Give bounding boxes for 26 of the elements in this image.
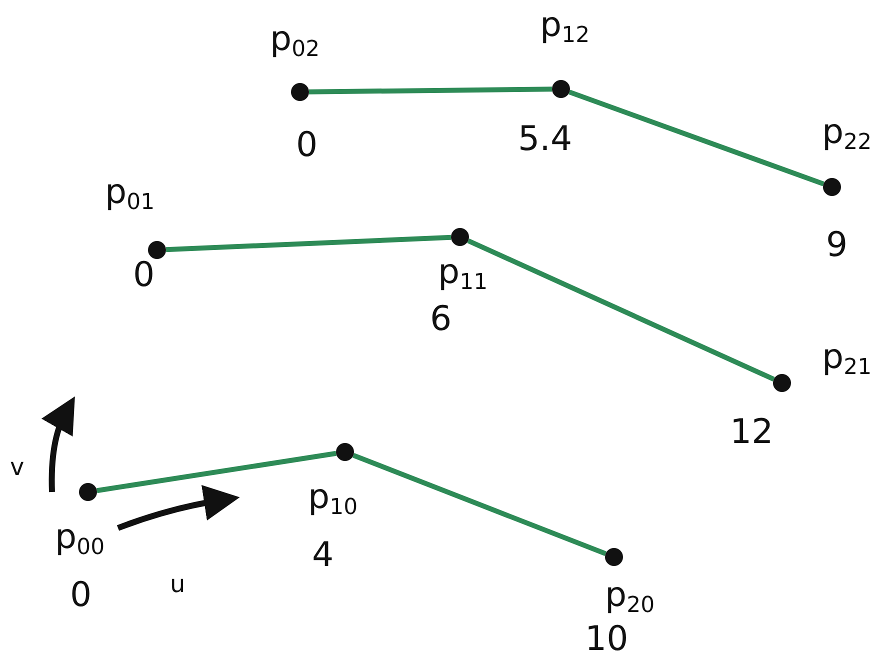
value-label: 9 xyxy=(826,228,848,262)
point-label: p$_{01}$ xyxy=(105,175,155,214)
point-label: p$_{20}$ xyxy=(605,578,655,617)
point-label: p$_{02}$ xyxy=(270,22,320,61)
axis-label: v xyxy=(10,455,24,479)
value-label: 0 xyxy=(70,578,92,612)
value-label: 0 xyxy=(133,258,155,292)
connector-line xyxy=(352,452,607,556)
point-label: p$_{11}$ xyxy=(438,255,488,294)
point-label: p$_{21}$ xyxy=(822,340,872,379)
point-label: p$_{00}$ xyxy=(55,520,105,559)
connector-line xyxy=(166,234,452,252)
value-label: 5.4 xyxy=(518,122,572,156)
connector-line xyxy=(96,450,336,494)
point-label: p$_{12}$ xyxy=(540,8,590,47)
value-label: 0 xyxy=(296,128,318,162)
connector-line xyxy=(308,86,552,94)
value-label: 4 xyxy=(312,538,334,572)
value-label: 12 xyxy=(730,415,774,449)
point-label: p$_{22}$ xyxy=(822,115,872,154)
value-label: 10 xyxy=(585,622,628,656)
connector-line xyxy=(467,238,775,382)
point-label: p$_{10}$ xyxy=(308,480,358,519)
axis-label: u xyxy=(170,572,186,596)
value-label: 6 xyxy=(430,302,452,336)
connector-line xyxy=(568,90,824,186)
